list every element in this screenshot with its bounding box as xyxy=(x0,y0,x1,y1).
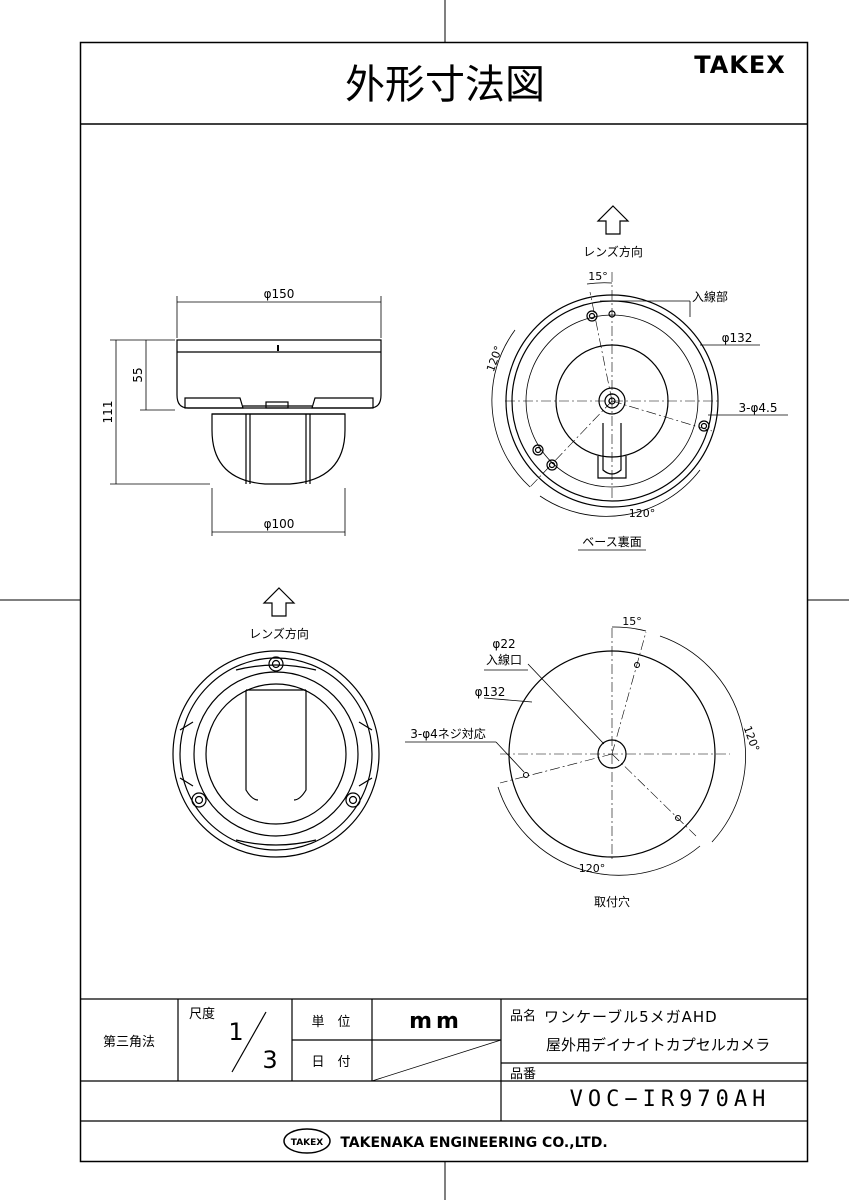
lens-direction-label: レンズ方向 xyxy=(583,244,643,259)
part-label: 品番 xyxy=(510,1067,536,1082)
sheet-frame xyxy=(79,41,809,1163)
lens-direction-arrow-icon-2 xyxy=(262,587,296,617)
lens-direction-arrow-icon xyxy=(596,205,630,235)
angle-120-left: 120° xyxy=(484,344,505,373)
entry-phi22: φ22 xyxy=(492,637,515,651)
unit-value: mm xyxy=(409,1009,463,1034)
wiring-label: 入線部 xyxy=(692,289,728,304)
dim-phi100: φ100 xyxy=(264,517,295,531)
base-back-view: レンズ方向 xyxy=(484,205,788,551)
mount-angle-15: 15° xyxy=(622,615,642,628)
name-line-1: ワンケーブル5メガAHD xyxy=(544,1008,718,1026)
title-block xyxy=(80,998,808,1122)
mount-angle-120-bottom: 120° xyxy=(579,862,606,875)
screw-label: 3-φ4ネジ対応 xyxy=(410,727,486,741)
page-title: 外形寸法図 xyxy=(345,62,545,108)
unit-label: 単 位 xyxy=(311,1014,350,1030)
mount-phi132: φ132 xyxy=(475,685,506,699)
dim-111: 111 xyxy=(101,401,115,424)
angle-15-top: 15° xyxy=(588,270,608,283)
mount-angle-120-right: 120° xyxy=(741,724,762,753)
projection-label: 第三角法 xyxy=(103,1035,155,1050)
date-label: 日 付 xyxy=(311,1055,350,1070)
dim-phi150: φ150 xyxy=(264,287,295,301)
lens-direction-label-2: レンズ方向 xyxy=(249,626,309,641)
side-view: φ150 φ100 111 55 xyxy=(101,287,382,536)
company-logo-icon xyxy=(283,1128,331,1154)
angle-120-bottom: 120° xyxy=(629,507,656,520)
entry-label: 入線口 xyxy=(486,652,522,667)
scale-label: 尺度 xyxy=(189,1006,215,1022)
company-footer: TAKEX TAKENAKA ENGINEERING CO.,LTD. xyxy=(283,1128,608,1154)
part-number: VOC−IR970AH xyxy=(570,1087,771,1112)
company-logo-text: TAKEX xyxy=(291,1138,324,1148)
name-line-2: 屋外用デイナイトカプセルカメラ xyxy=(546,1036,770,1054)
mounting-view: 15° φ22 入線口 φ132 3-φ4ネジ対応 120° 120° 取付穴 xyxy=(405,615,762,909)
base-holes: 3-φ4.5 xyxy=(739,401,778,415)
scale-denominator: 3 xyxy=(262,1046,277,1074)
dim-55: 55 xyxy=(131,367,145,382)
brand-logo: TAKEX xyxy=(694,51,786,79)
name-label: 品名 xyxy=(510,1008,536,1024)
front-view: レンズ方向 xyxy=(172,587,380,858)
company-name: TAKENAKA ENGINEERING CO.,LTD. xyxy=(340,1135,607,1151)
scale-numerator: 1 xyxy=(228,1018,243,1046)
mounting-caption: 取付穴 xyxy=(594,894,630,909)
base-back-caption: ベース裏面 xyxy=(582,534,641,549)
base-phi132: φ132 xyxy=(722,331,753,345)
